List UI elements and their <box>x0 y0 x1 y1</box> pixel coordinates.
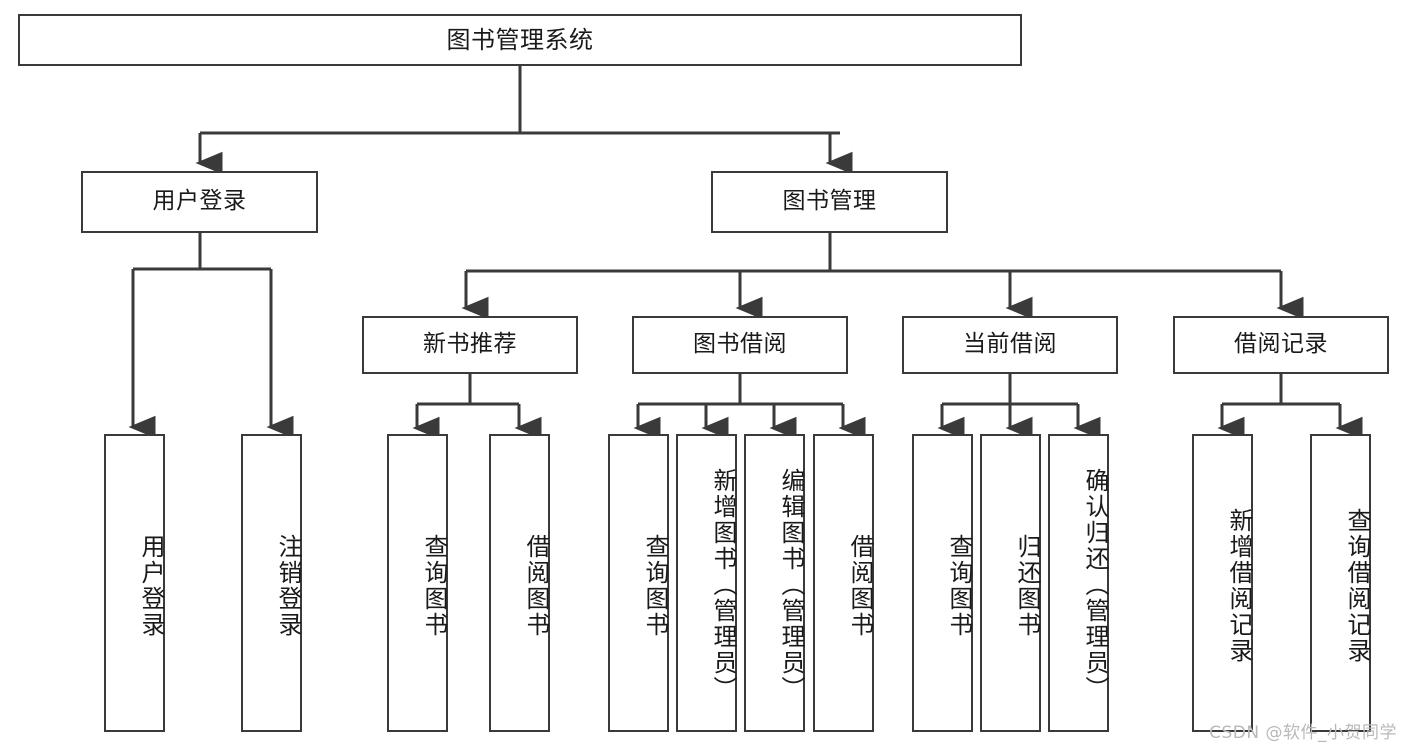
leaf-recommend-query-book[interactable]: 查询图书 <box>387 434 448 732</box>
node-borrow-records[interactable]: 借阅记录 <box>1173 316 1389 374</box>
node-book-borrow[interactable]: 图书借阅 <box>632 316 848 374</box>
leaf-borrow-query-book[interactable]: 查询图书 <box>608 434 669 732</box>
leaf-borrow-borrow-book[interactable]: 借阅图书 <box>813 434 874 732</box>
node-new-book-recommend[interactable]: 新书推荐 <box>362 316 578 374</box>
leaf-current-return-book[interactable]: 归还图书 <box>980 434 1041 732</box>
leaf-borrow-add-book-admin[interactable]: 新增图书（管理员） <box>676 434 737 732</box>
node-current-borrow[interactable]: 当前借阅 <box>902 316 1118 374</box>
leaf-recommend-borrow-book[interactable]: 借阅图书 <box>489 434 550 732</box>
leaf-borrow-edit-book-admin[interactable]: 编辑图书（管理员） <box>744 434 805 732</box>
node-book-management[interactable]: 图书管理 <box>711 171 948 233</box>
leaf-current-confirm-return-admin[interactable]: 确认归还（管理员） <box>1048 434 1109 732</box>
node-user-login[interactable]: 用户登录 <box>81 171 318 233</box>
watermark-text: CSDN @软件_小贺同学 <box>1209 723 1397 743</box>
leaf-records-query-record[interactable]: 查询借阅记录 <box>1310 434 1371 732</box>
leaf-records-add-record[interactable]: 新增借阅记录 <box>1192 434 1253 732</box>
leaf-current-query-book[interactable]: 查询图书 <box>912 434 973 732</box>
leaf-user-login-login[interactable]: 用户登录 <box>104 434 165 732</box>
node-root-system[interactable]: 图书管理系统 <box>18 14 1022 66</box>
leaf-user-login-logout[interactable]: 注销登录 <box>241 434 302 732</box>
